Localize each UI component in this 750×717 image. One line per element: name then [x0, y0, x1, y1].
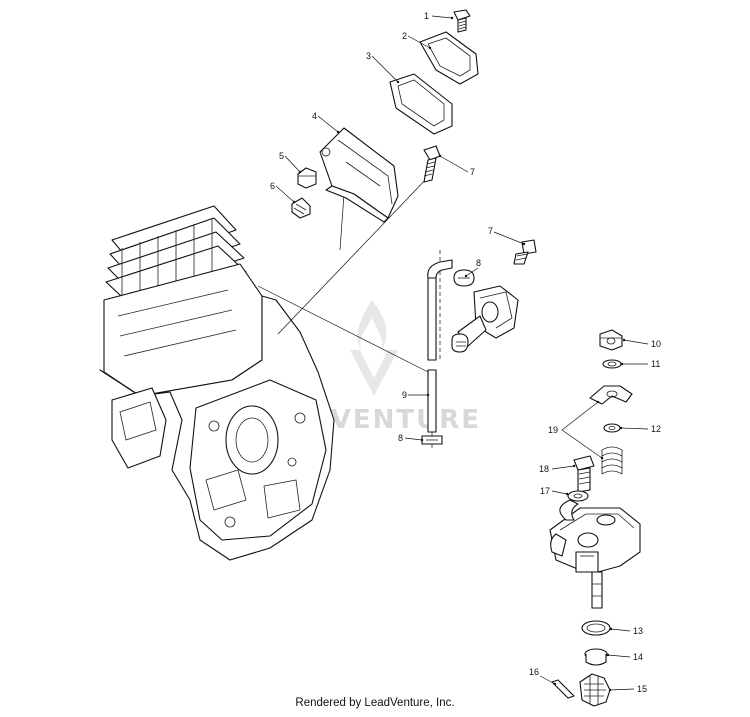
callout-3: 3	[366, 51, 400, 84]
callout-19: 19	[548, 400, 604, 460]
bolt-18	[573, 455, 595, 493]
svg-text:9: 9	[402, 390, 407, 400]
svg-text:19: 19	[548, 425, 558, 435]
callout-9: 9	[402, 390, 430, 400]
svg-text:18: 18	[539, 464, 549, 474]
bolt-7-lower	[513, 239, 537, 265]
callout-14: 14	[606, 652, 643, 662]
oil-pump-body	[549, 499, 641, 609]
gear-15	[579, 673, 611, 707]
lever-19	[589, 385, 633, 405]
callout-2: 2	[402, 31, 432, 50]
svg-text:7: 7	[470, 167, 475, 177]
callout-17: 17	[540, 486, 569, 496]
callout-15: 15	[608, 684, 647, 694]
callout-5: 5	[279, 151, 302, 174]
gasket-2	[419, 31, 479, 85]
svg-text:6: 6	[270, 181, 275, 191]
oil-hose-9	[427, 259, 453, 433]
callout-16: 16	[529, 667, 557, 686]
callout-1: 1	[424, 11, 454, 21]
callout-18: 18	[539, 464, 576, 474]
svg-text:16: 16	[529, 667, 539, 677]
callout-7-lower: 7	[488, 226, 526, 246]
callout-7-upper: 7	[438, 154, 475, 177]
callouts: 1 2 3 4 5 6 7 7	[270, 11, 661, 694]
callout-8-upper: 8	[464, 258, 481, 278]
svg-text:4: 4	[312, 111, 317, 121]
spring-19	[601, 446, 623, 475]
clamp-8-lower	[421, 435, 443, 445]
cover-4	[319, 127, 399, 223]
svg-text:2: 2	[402, 31, 407, 41]
washer-17	[567, 490, 589, 502]
footer-credit: Rendered by LeadVenture, Inc.	[295, 697, 455, 709]
engine-mount-left	[111, 387, 167, 469]
engine-assembly	[99, 205, 335, 561]
svg-text:14: 14	[633, 652, 643, 662]
callout-11: 11	[620, 359, 660, 369]
svg-text:8: 8	[398, 433, 403, 443]
svg-text:10: 10	[651, 339, 661, 349]
callout-6: 6	[270, 181, 296, 204]
callout-12: 12	[619, 424, 661, 434]
oil-pump-valve	[451, 285, 519, 353]
svg-text:7: 7	[488, 226, 493, 236]
svg-text:13: 13	[633, 626, 643, 636]
callout-4: 4	[312, 111, 340, 134]
pin-16	[551, 679, 575, 699]
grommet-6	[291, 197, 311, 219]
svg-text:12: 12	[651, 424, 661, 434]
oring-13	[581, 620, 611, 636]
svg-text:15: 15	[637, 684, 647, 694]
bolt-7-upper	[423, 145, 441, 183]
washer-11	[602, 359, 622, 369]
svg-text:5: 5	[279, 151, 284, 161]
svg-text:3: 3	[366, 51, 371, 61]
nut-5	[297, 167, 317, 189]
callout-8-lower: 8	[398, 433, 424, 443]
callout-13: 13	[609, 626, 643, 636]
washer-12	[603, 423, 621, 433]
svg-text:8: 8	[476, 258, 481, 268]
bolt-1	[453, 9, 471, 33]
gasket-3	[389, 73, 453, 135]
svg-text:1: 1	[424, 11, 429, 21]
callout-10: 10	[622, 338, 661, 349]
svg-text:17: 17	[540, 486, 550, 496]
washer-14	[584, 648, 608, 666]
nut-10	[599, 329, 623, 351]
leadventure-flame-logo	[350, 300, 398, 396]
svg-text:11: 11	[651, 359, 660, 369]
